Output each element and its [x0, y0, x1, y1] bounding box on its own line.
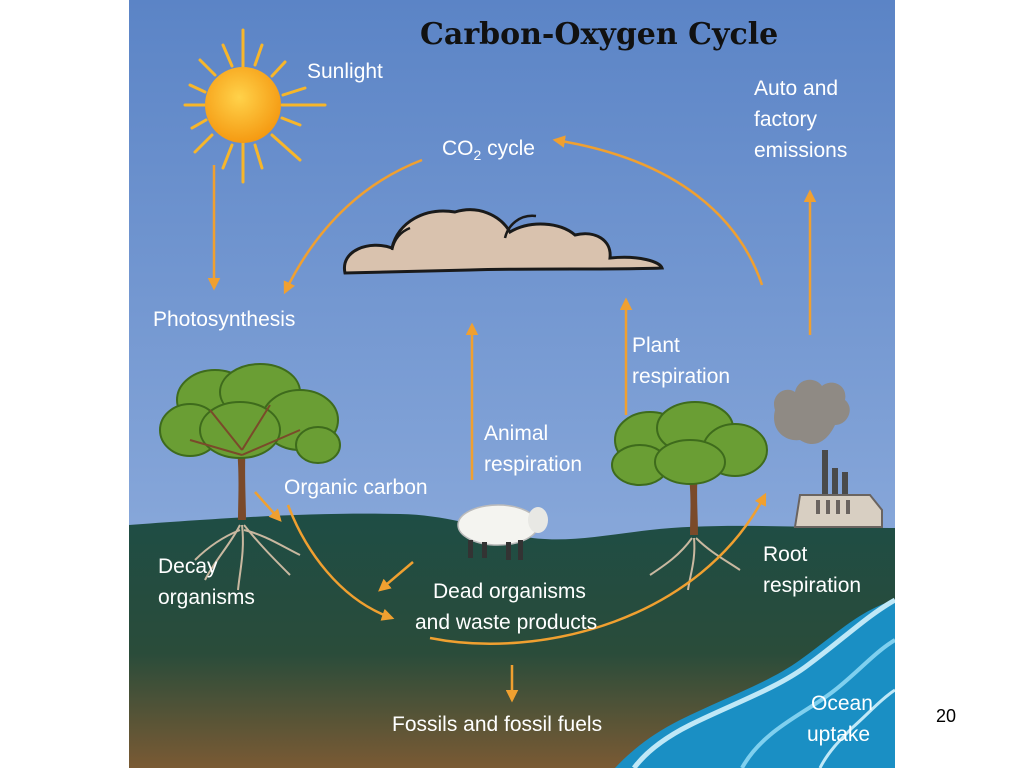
label-dead-line2: and waste products [415, 611, 597, 634]
label-root-line2: respiration [763, 574, 861, 597]
label-sunlight: Sunlight [307, 60, 383, 83]
factory-icon [774, 379, 883, 528]
label-auto-line1: Auto and [754, 77, 838, 100]
arrow-to-dead-organisms [378, 561, 414, 592]
arrow-tree-to-decay [254, 491, 282, 522]
arrow-organic-carbon [286, 504, 395, 621]
label-auto-line2: factory [754, 108, 818, 131]
ocean [615, 597, 895, 768]
arrow-root-respiration [429, 492, 767, 645]
label-co2-prefix: CO [442, 137, 474, 160]
label-animal-line1: Animal [484, 422, 548, 445]
label-ocean-uptake: Ocean uptake [807, 692, 879, 746]
label-plant-respiration: Plant respiration [632, 334, 730, 388]
label-decay-organisms: Decay organisms [158, 555, 255, 609]
label-dead-line1: Dead organisms [433, 580, 586, 603]
cloud-icon [343, 208, 665, 275]
label-fossils: Fossils and fossil fuels [392, 713, 602, 736]
sheep-icon [457, 504, 548, 560]
tree-right [611, 401, 768, 591]
label-auto-line3: emissions [754, 139, 847, 162]
label-co2-cycle: CO2 cycle [442, 137, 535, 163]
label-plant-line2: respiration [632, 365, 730, 388]
label-co2-suffix: cycle [481, 137, 535, 160]
label-ocean-line2: uptake [807, 723, 870, 746]
label-root-line1: Root [763, 543, 808, 566]
label-animal-respiration: Animal respiration [484, 422, 582, 476]
label-dead-organisms: Dead organisms and waste products [415, 580, 597, 634]
label-root-respiration: Root respiration [763, 543, 861, 597]
tree-left [159, 363, 341, 591]
label-animal-line2: respiration [484, 453, 582, 476]
label-auto-emissions: Auto and factory emissions [754, 77, 847, 162]
page-title: Carbon-Oxygen Cycle [420, 17, 778, 52]
label-organic-carbon: Organic carbon [284, 476, 428, 499]
label-plant-line1: Plant [632, 334, 680, 357]
label-decay-line2: organisms [158, 586, 255, 609]
label-decay-line1: Decay [158, 555, 218, 578]
ground [129, 513, 895, 768]
arrow-to-co2-cycle [552, 135, 764, 286]
page-number: 20 [936, 706, 957, 726]
label-co2-subscript: 2 [474, 147, 482, 163]
label-photosynthesis: Photosynthesis [153, 308, 295, 331]
sun-icon [183, 28, 327, 184]
label-ocean-line1: Ocean [811, 692, 873, 715]
arrow-co2-to-photosynthesis [283, 158, 423, 295]
